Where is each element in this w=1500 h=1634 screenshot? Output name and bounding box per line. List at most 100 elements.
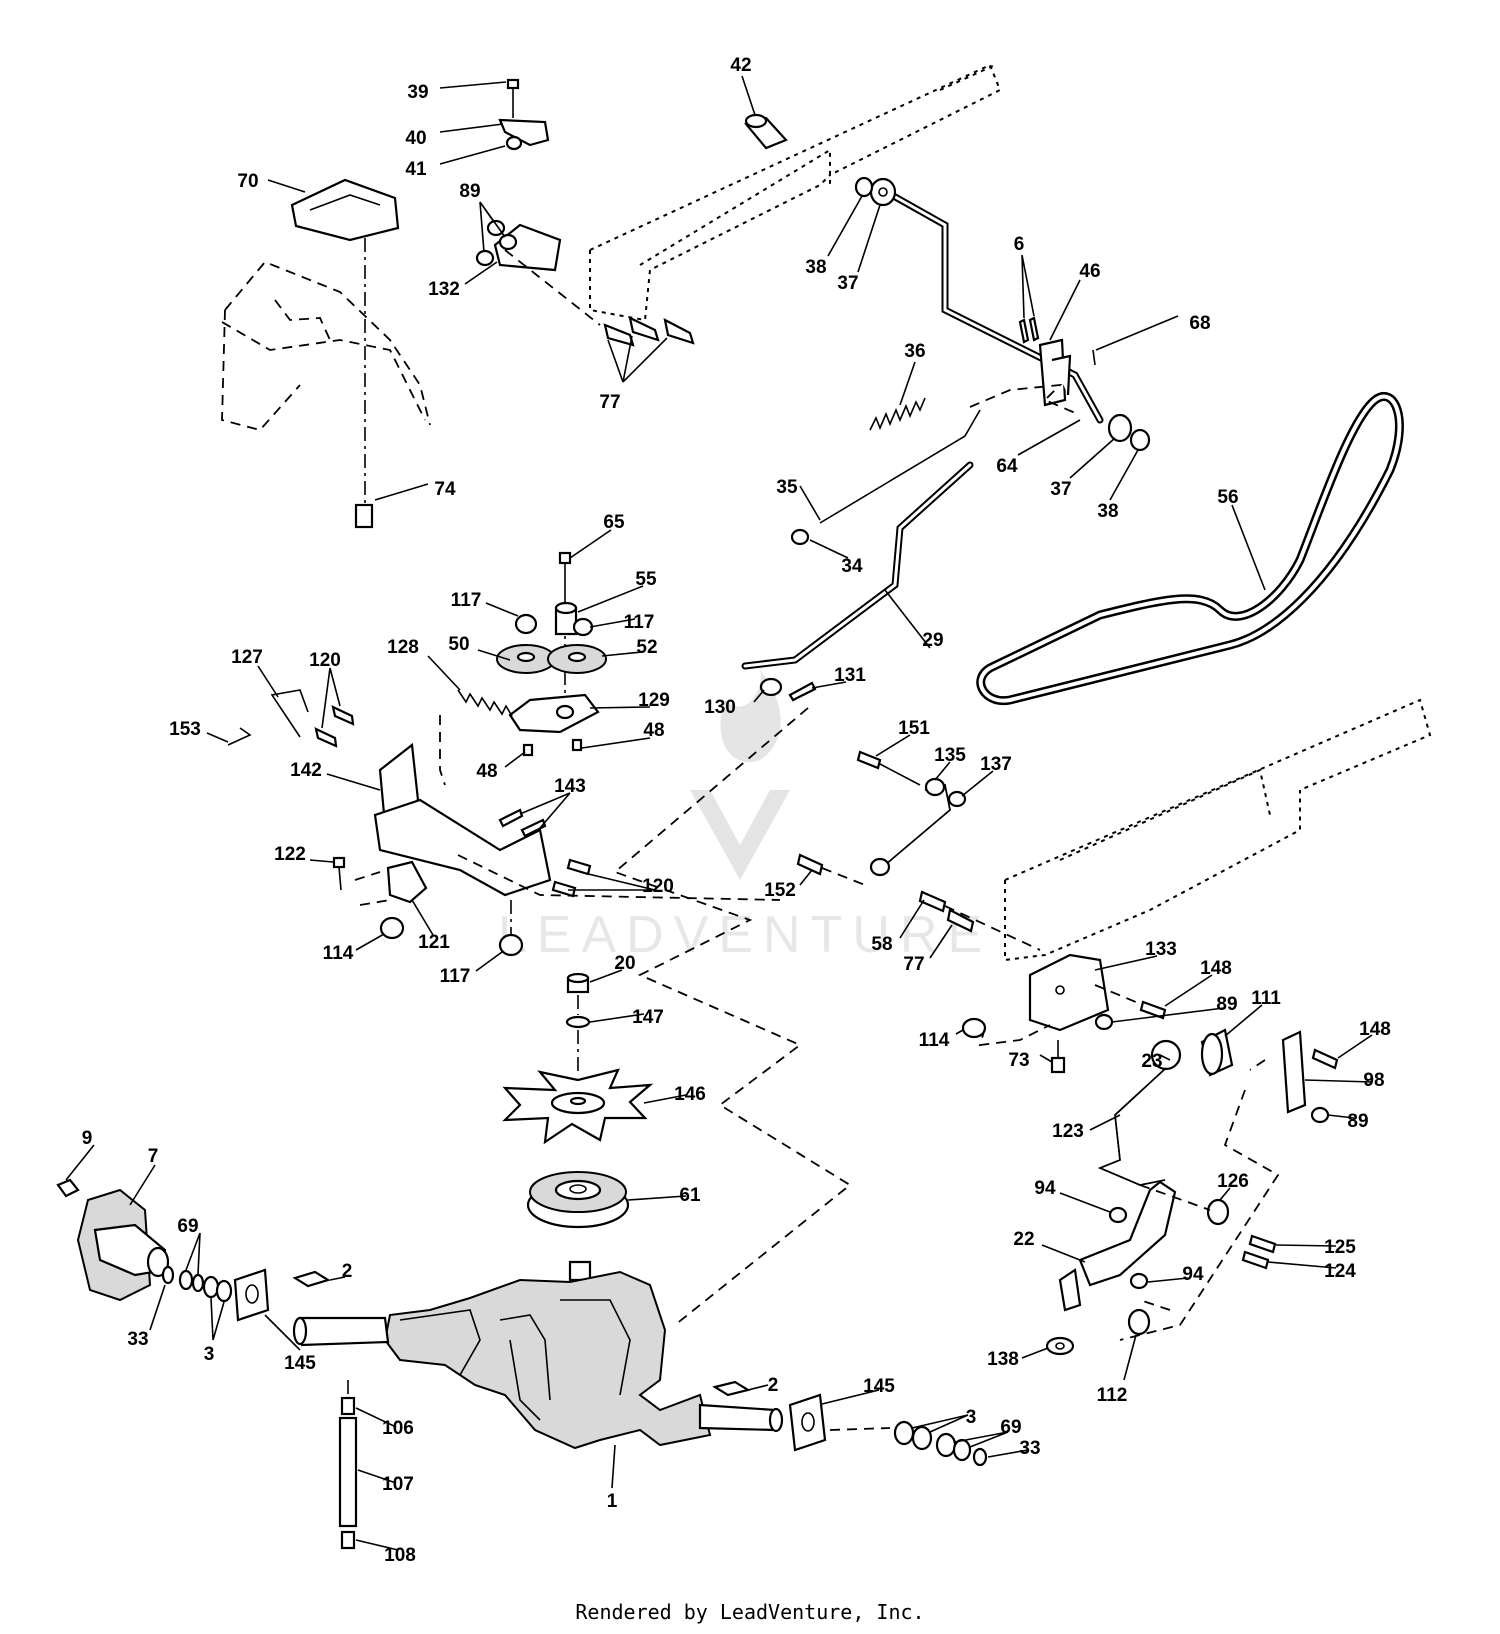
callout-c61: 61: [679, 1185, 701, 1206]
callout-c117c: 117: [440, 966, 471, 987]
part-56-belt: [976, 392, 1404, 706]
callout-c52: 52: [636, 637, 657, 658]
callout-c69b: 69: [1000, 1417, 1021, 1438]
callout-c38a: 38: [805, 257, 826, 278]
part-46-bracket: [1038, 338, 1072, 407]
part-142-bracket: [373, 742, 552, 897]
callout-c94a: 94: [1034, 1178, 1056, 1199]
callout-c151: 151: [898, 718, 930, 739]
lower-frame: [1004, 698, 1432, 962]
callout-c131: 131: [834, 665, 866, 686]
part-123-lever: [1097, 1067, 1167, 1186]
part-64-lift-shaft: [886, 190, 1104, 424]
part-73-bolt: [1050, 1040, 1066, 1074]
callout-c3a: 3: [204, 1344, 215, 1365]
part-151-bolt: [856, 750, 921, 786]
callout-c152: 152: [764, 880, 796, 901]
part-107-tube: [338, 1416, 358, 1528]
part-55-spacer: [554, 601, 578, 636]
callout-c135: 135: [934, 745, 966, 766]
callout-c2a: 2: [342, 1261, 353, 1282]
part-125-bolt: [1248, 1234, 1277, 1254]
part-20-nut: [566, 972, 590, 994]
callout-c89c: 89: [1347, 1111, 1368, 1132]
callout-c64: 64: [996, 456, 1018, 477]
callout-c133: 133: [1145, 939, 1177, 960]
centerline-121: [354, 871, 391, 906]
callout-c37b: 37: [1050, 479, 1071, 500]
part-77-bolt-lower: [946, 908, 975, 933]
part-3-washers-right: [893, 1420, 933, 1451]
callout-c106: 106: [382, 1418, 414, 1439]
part-152-bolt: [796, 853, 866, 886]
part-6-pins: [1018, 316, 1040, 344]
centerline-lever-box: [1119, 1089, 1280, 1341]
callout-c38b: 38: [1097, 501, 1118, 522]
callout-c77a: 77: [599, 392, 620, 413]
callout-c123: 123: [1052, 1121, 1084, 1142]
callout-c107: 107: [382, 1474, 414, 1495]
part-3-washers-left: [202, 1275, 233, 1303]
callout-c132: 132: [428, 279, 460, 300]
part-148-bolt-b: [1311, 1048, 1339, 1070]
callout-c145a: 145: [284, 1353, 316, 1374]
part-124-bolt: [1241, 1250, 1270, 1270]
part-2-key-right: [712, 1380, 751, 1397]
part-1-transaxle: [383, 1260, 712, 1450]
callout-c122: 122: [274, 844, 306, 865]
part-128-spring: [457, 689, 513, 717]
callout-c120b: 120: [642, 876, 674, 897]
part-117-nut-c: [498, 933, 524, 957]
part-9-bolt: [56, 1178, 80, 1198]
callout-c37a: 37: [837, 273, 858, 294]
part-117-nut-b: [572, 617, 594, 637]
part-65-bolt: [558, 551, 572, 590]
part-114-nut-left: [379, 916, 405, 940]
callout-c65: 65: [603, 512, 625, 533]
callout-c73: 73: [1008, 1050, 1029, 1071]
callout-c36: 36: [904, 341, 925, 362]
callout-c42: 42: [730, 55, 751, 76]
callout-c130: 130: [704, 697, 736, 718]
callout-c117a: 117: [451, 590, 482, 611]
callout-c124: 124: [1324, 1261, 1356, 1282]
callout-c6: 6: [1014, 234, 1025, 255]
callout-c70: 70: [237, 171, 258, 192]
callout-c128: 128: [387, 637, 419, 658]
callout-c137: 137: [980, 754, 1012, 775]
callout-c111: 111: [1251, 988, 1281, 1009]
callout-c121: 121: [418, 932, 450, 953]
callout-c23: 23: [1141, 1051, 1162, 1072]
part-89-nuts-top: [475, 219, 518, 267]
part-135-link: [869, 777, 951, 877]
part-40-clip: [498, 118, 550, 147]
callout-c89b: 89: [1216, 994, 1237, 1015]
callout-c142: 142: [290, 760, 322, 781]
part-148-bolt-a: [1094, 984, 1167, 1020]
part-1-left-axle: [292, 1316, 390, 1347]
callout-c48a: 48: [643, 720, 664, 741]
fender-outline: [221, 260, 431, 432]
part-38-nut-top: [854, 176, 874, 198]
part-35-rod: [819, 409, 981, 524]
upper-frame: [589, 63, 1002, 322]
callout-c55: 55: [635, 569, 657, 590]
callout-c40: 40: [405, 128, 426, 149]
part-143-bolts: [498, 808, 547, 838]
callout-c114a: 114: [323, 943, 354, 964]
part-127-pin: [270, 689, 309, 738]
part-145-bracket-right: [788, 1393, 827, 1452]
callout-c29: 29: [922, 630, 943, 651]
part-147-washer: [565, 1015, 591, 1029]
centerline-right-axle: [829, 1427, 891, 1431]
callout-c20: 20: [614, 953, 635, 974]
part-2-key-left: [292, 1270, 331, 1288]
callout-c1: 1: [607, 1491, 618, 1512]
part-22-plate: [1058, 1180, 1177, 1312]
callout-c98: 98: [1363, 1070, 1384, 1091]
callout-c138: 138: [987, 1349, 1019, 1370]
part-146-fan: [502, 1068, 654, 1145]
callout-c9: 9: [82, 1128, 93, 1149]
part-122-bolt: [332, 856, 346, 891]
